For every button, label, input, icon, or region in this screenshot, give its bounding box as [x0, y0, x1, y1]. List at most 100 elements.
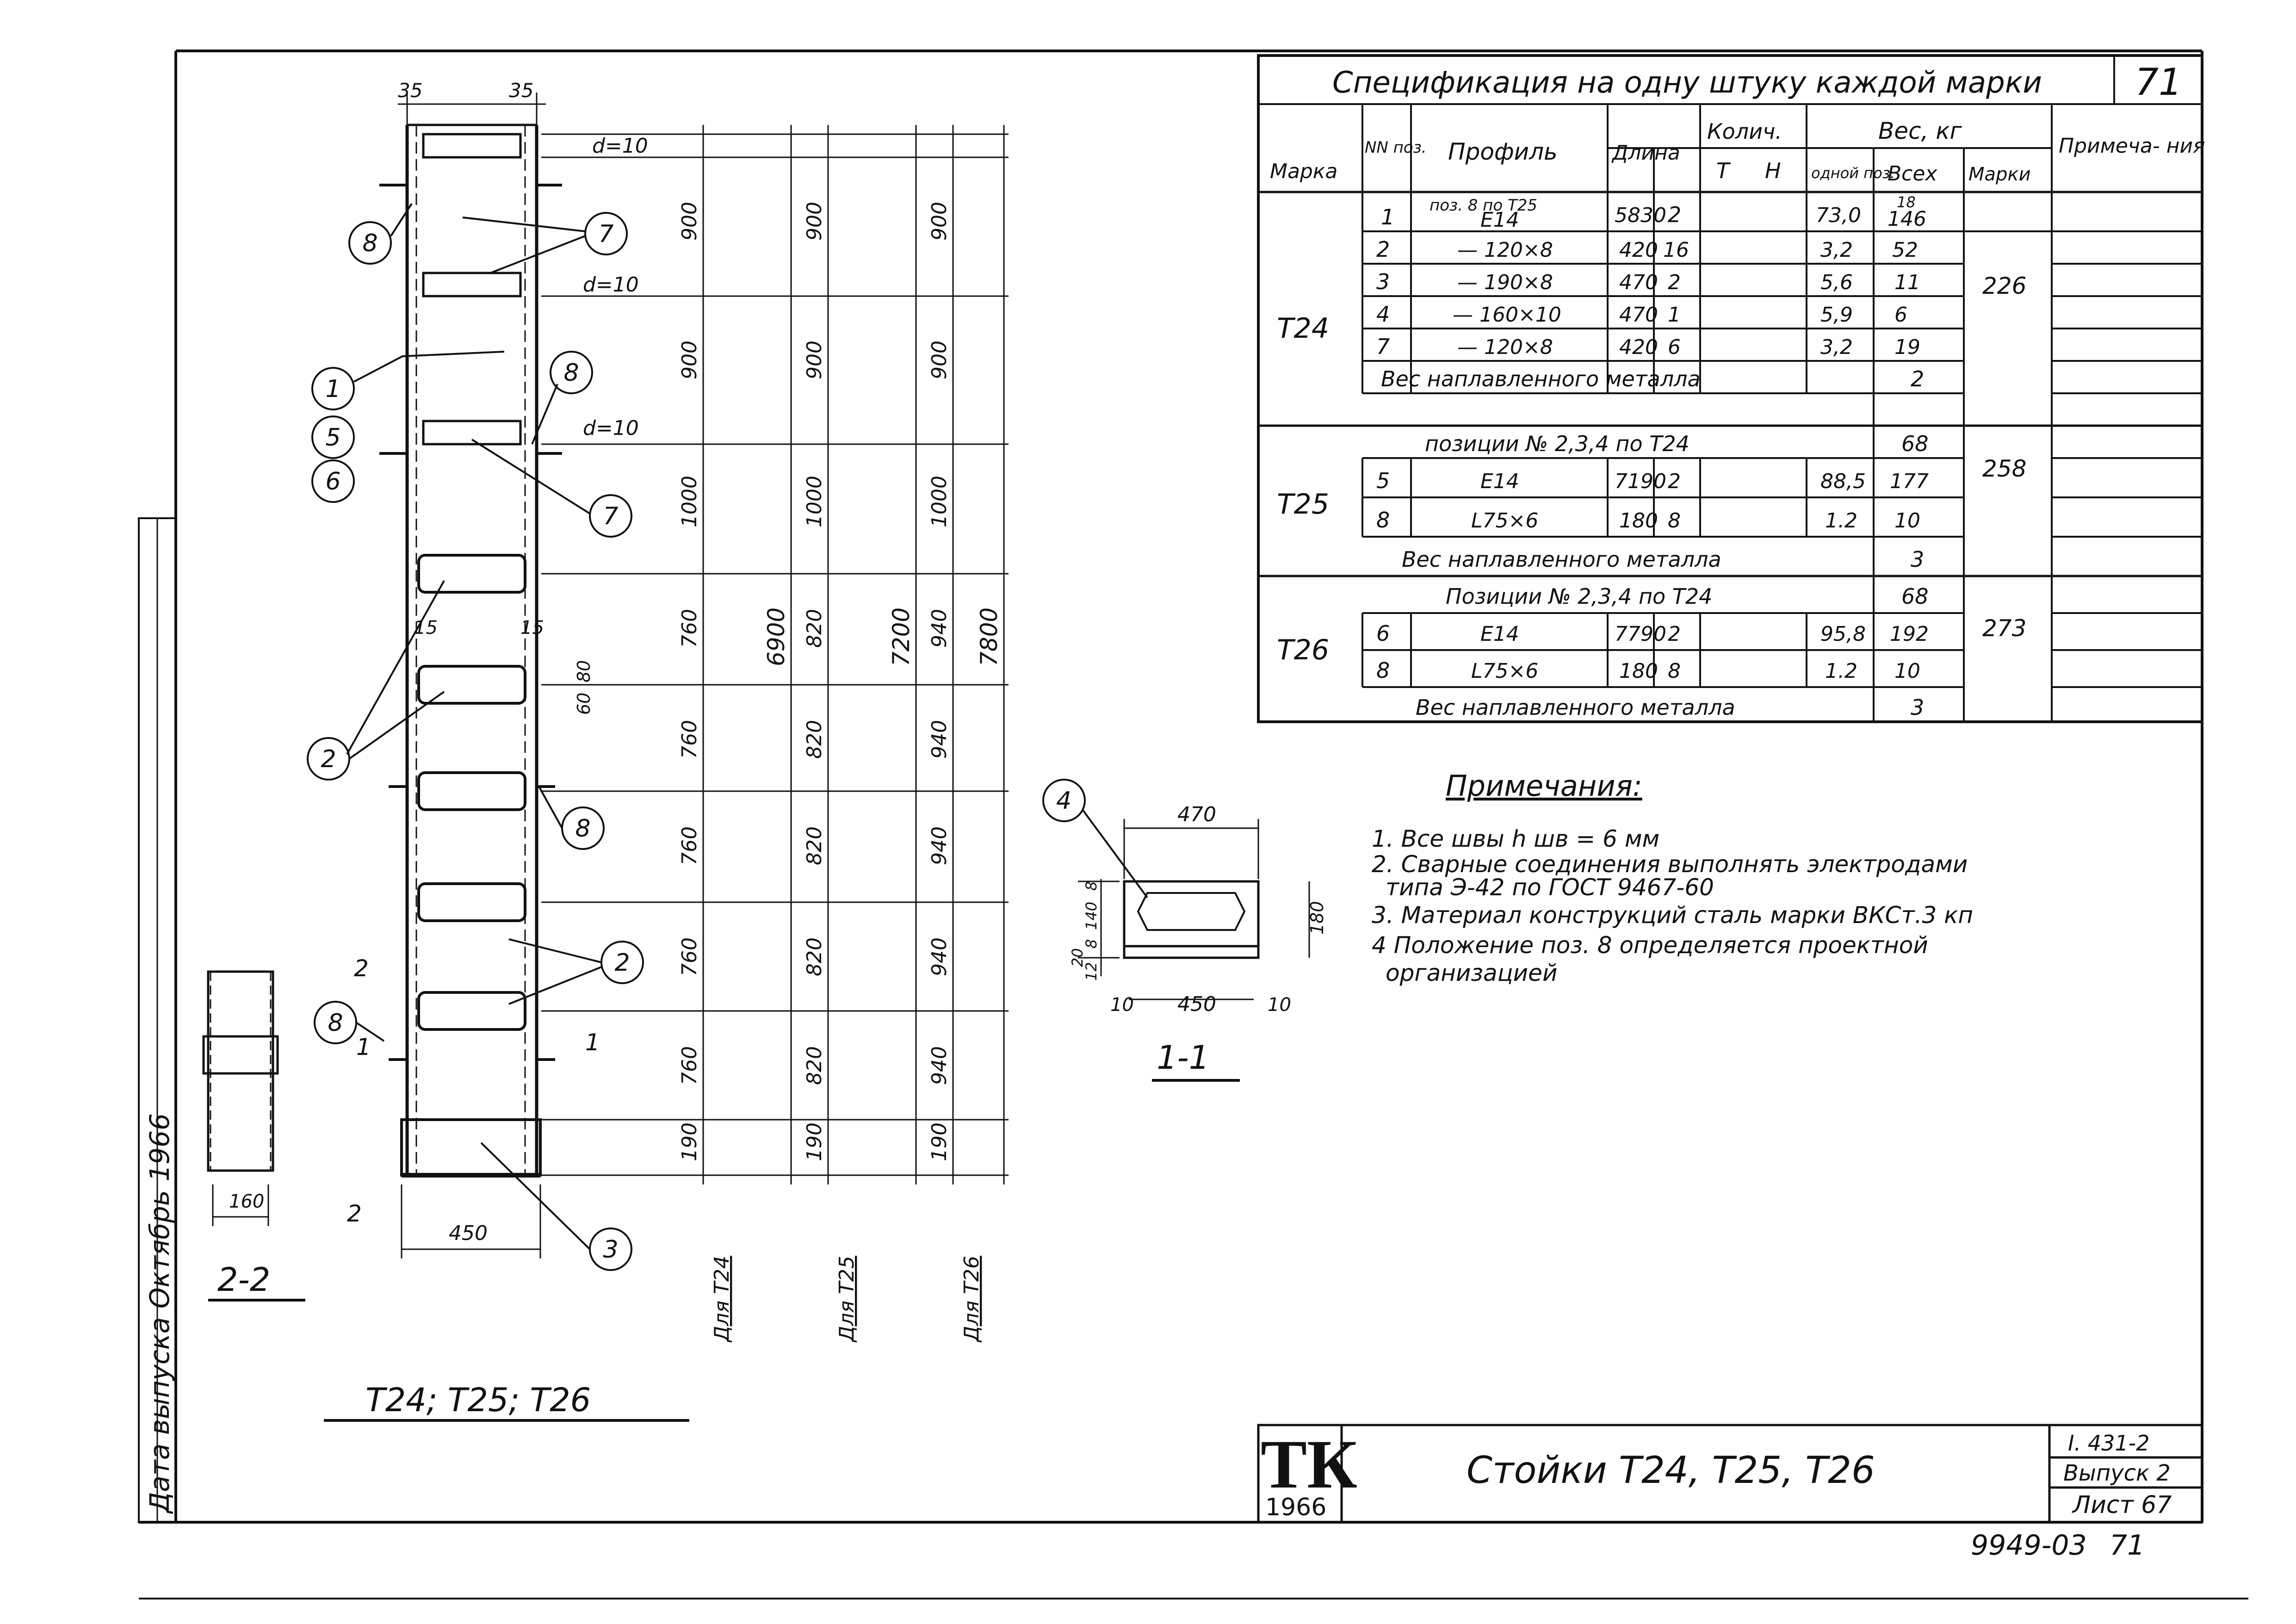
hdr-qty-n: Н [1765, 158, 1781, 183]
col2-dim-900a: 900 [803, 202, 826, 241]
callout-6: 6 [325, 468, 340, 496]
top-dim-35-left: 35 [398, 79, 422, 102]
side-dim-60: 60 [574, 693, 594, 715]
col1-dim-900a: 900 [678, 202, 701, 241]
section-1-1-height: 180 [1307, 901, 1327, 935]
t26-r2-t: 8 [1668, 659, 1681, 683]
for-t26: Для Т26 [960, 1256, 984, 1343]
section-mark-2-bottom: 2 [347, 1200, 362, 1227]
total-7800: 7800 [976, 607, 1003, 666]
note-line-5: 4 Положение поз. 8 определяется проектно… [1372, 932, 1928, 959]
hdr-qty-t: Т [1716, 158, 1731, 183]
release-date: Дата выпуска Октябрь 1966 [144, 1113, 175, 1514]
section-1-1-v8a: 8 [1083, 881, 1100, 891]
t25-r1-len: 7190 [1615, 470, 1666, 493]
sheet-number-top: 71 [2135, 61, 2182, 104]
tk-logo: ТК [1261, 1426, 1357, 1503]
t24-r5-pos: 7 [1376, 334, 1390, 359]
section-mark-1-top: 1 [585, 1029, 600, 1056]
t25-total: 258 [1982, 455, 2026, 482]
spec-table-grid [1257, 54, 2203, 723]
hdr-w-one: одной поз. [1811, 164, 1895, 182]
t25-r1-one: 88,5 [1820, 470, 1866, 493]
t25-ref-val: 68 [1901, 431, 1929, 456]
t24-r3-t: 2 [1668, 271, 1681, 294]
section-1-1-right: 10 [1268, 994, 1291, 1016]
col1-dim-760b: 760 [678, 720, 701, 759]
mark-t26: Т26 [1277, 634, 1329, 666]
t24-r2-all: 52 [1892, 238, 1918, 262]
t24-r3-len: 470 [1619, 271, 1658, 294]
t25-weld-value: 3 [1911, 547, 1924, 572]
section-marks: 2 1 2 1 [347, 955, 600, 1227]
section-1-1-v12: 12 [1083, 962, 1100, 981]
section-1-1-v8b: 8 [1083, 939, 1100, 948]
t24-r2-one: 3,2 [1820, 238, 1853, 262]
t26-r1-len: 7790 [1615, 622, 1666, 646]
section-1-1-top: 470 [1177, 803, 1216, 826]
t25-r2-pos: 8 [1376, 508, 1390, 533]
section-1-1-bottom: 450 [1177, 992, 1216, 1016]
t25-ref: позиции № 2,3,4 по Т24 [1425, 431, 1690, 456]
callout-8-b: 8 [563, 359, 579, 387]
title-block [1257, 1424, 2203, 1524]
section-2-2-title: 2-2 [217, 1261, 270, 1299]
note-line-2: 2. Сварные соединения выполнять электрод… [1372, 851, 1968, 878]
hdr-weight: Вес, кг [1878, 118, 1962, 144]
col2-dim-820a: 820 [803, 609, 826, 648]
callout-8-a: 8 [362, 229, 378, 257]
t24-r4-t: 1 [1668, 303, 1681, 327]
col1-dim-1000: 1000 [678, 476, 701, 527]
t24-r1-len: 5830 [1615, 204, 1666, 227]
notes-block: Примечания: 1. Все швы h шв = 6 мм 2. Св… [1372, 769, 1973, 986]
t25-r2-one: 1.2 [1825, 509, 1857, 533]
section-1-1-left: 10 [1110, 994, 1134, 1016]
t26-ref: Позиции № 2,3,4 по Т24 [1446, 584, 1712, 609]
spec-title: Спецификация на одну штуку каждой марки [1332, 66, 2042, 100]
t24-r2-pos: 2 [1376, 237, 1390, 262]
t26-r2-all: 10 [1894, 659, 1920, 683]
spec-table-text: Спецификация на одну штуку каждой марки … [1270, 61, 2205, 720]
col2-dim-820d: 820 [803, 937, 826, 976]
doc-number: 9949-03 [1971, 1529, 2087, 1562]
for-t24: Для Т24 [710, 1256, 734, 1343]
col1-dim-760c: 760 [678, 826, 701, 865]
callout-2-a: 2 [321, 745, 336, 773]
t26-r2-profile: L75×6 [1471, 659, 1538, 683]
section-2-2-text: 160 2-2 [217, 1191, 270, 1299]
total-7200: 7200 [888, 607, 915, 666]
t24-total: 226 [1982, 273, 2026, 299]
t24-r1-one: 73,0 [1816, 204, 1861, 227]
drawing-title: Стойки Т24, Т25, Т26 [1467, 1449, 1875, 1492]
view-title: Т24; Т25; Т26 [365, 1381, 591, 1419]
callout-1: 1 [325, 375, 340, 403]
t24-r5-t: 6 [1668, 335, 1681, 359]
t26-r1-all: 192 [1890, 622, 1929, 646]
t24-r4-all: 6 [1894, 303, 1907, 327]
t25-r1-all: 177 [1890, 470, 1929, 493]
t24-r2-len: 420 [1619, 238, 1658, 262]
t24-r2-profile: — 120×8 [1457, 238, 1553, 262]
section-1-1-v20: 20 [1069, 948, 1086, 967]
stamp-year: 1966 [1265, 1494, 1326, 1521]
t25-r1-profile: Е14 [1480, 470, 1519, 493]
col1-dim-760a: 760 [678, 609, 701, 648]
section-mark-2-top: 2 [354, 955, 369, 982]
bottom-dim-450: 450 [449, 1221, 488, 1245]
col3-dim-940c: 940 [928, 826, 951, 865]
t24-r5-all: 19 [1894, 335, 1920, 359]
total-6900: 6900 [763, 607, 790, 666]
t24-r3-all: 11 [1894, 271, 1920, 294]
t26-total: 273 [1982, 615, 2026, 642]
callout-7-b: 7 [603, 502, 618, 530]
callout-5: 5 [325, 424, 340, 452]
t24-r1-pos: 1 [1381, 205, 1394, 229]
t26-r1-one: 95,8 [1820, 622, 1866, 646]
t24-weld-label: Вес наплавленного металла [1381, 366, 1701, 391]
note-line-3: типа Э-42 по ГОСТ 9467-60 [1386, 874, 1714, 901]
callout-2-b: 2 [614, 949, 630, 977]
col2-dim-820c: 820 [803, 826, 826, 865]
section-1-1-callout: 4 [1056, 787, 1071, 815]
t24-r1-t: 2 [1668, 202, 1681, 227]
section-mark-1-bottom: 1 [356, 1034, 371, 1060]
